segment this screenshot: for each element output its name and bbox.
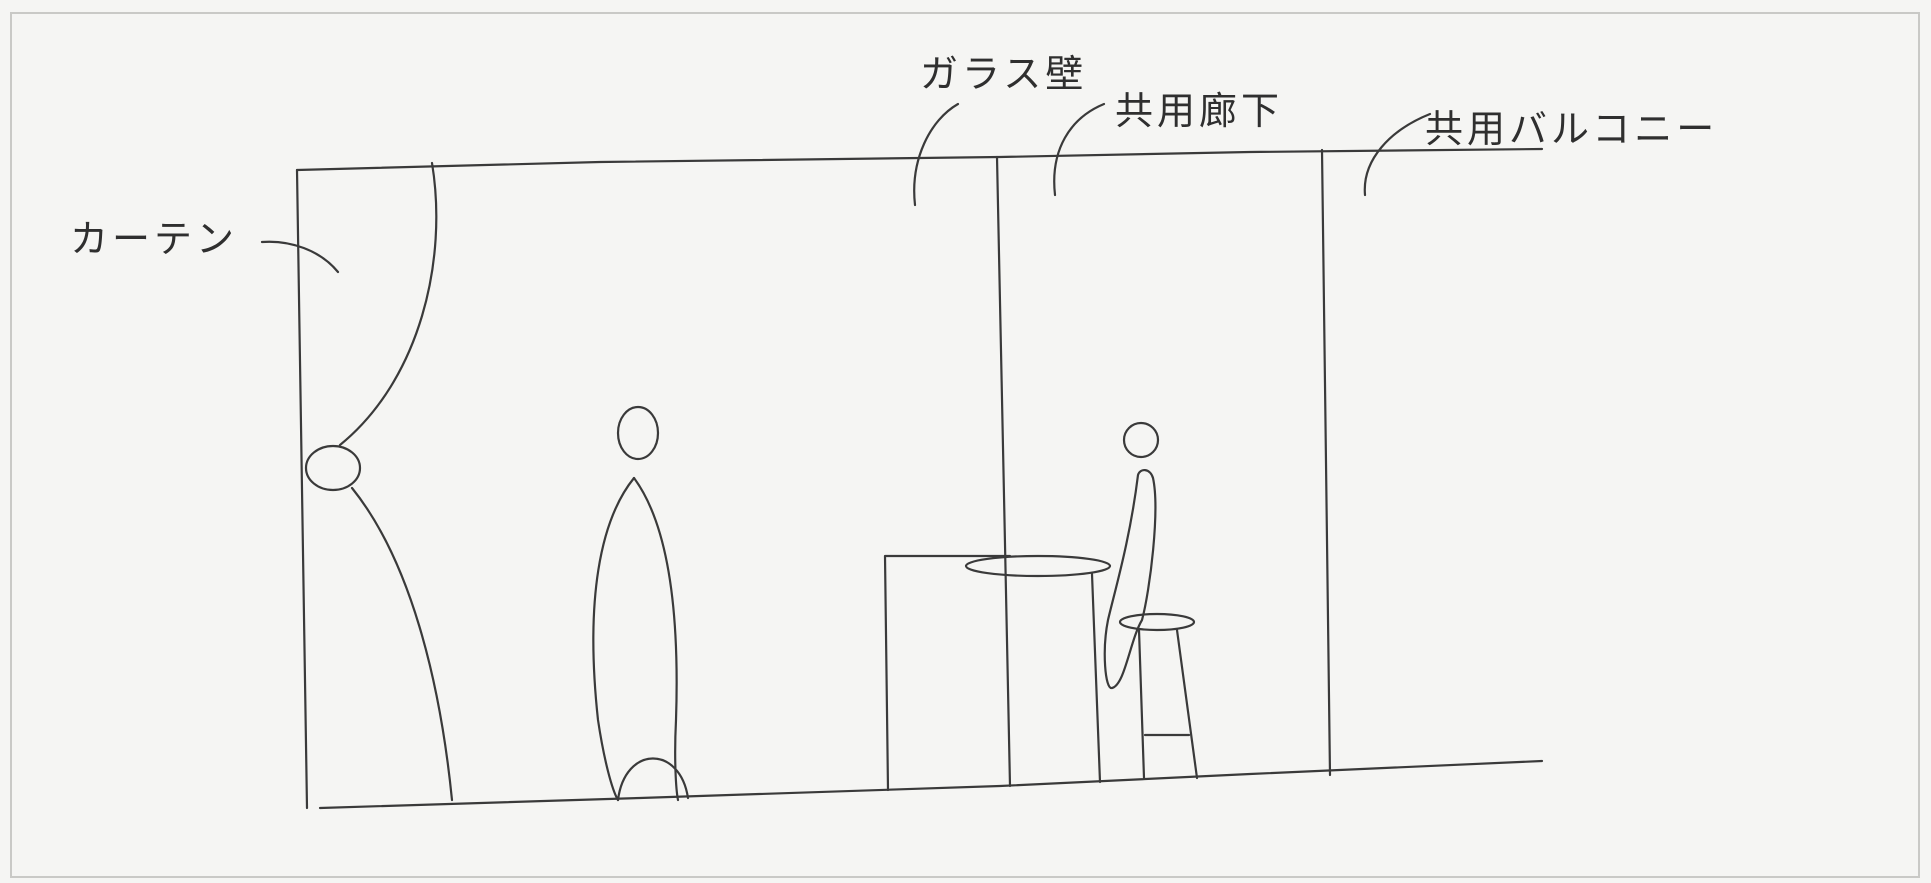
counter-outline	[883, 554, 1012, 792]
standing-person-head	[616, 405, 660, 461]
glass-wall-line	[995, 155, 1012, 788]
standing-person-body-right	[632, 476, 680, 802]
seated-person-head	[1122, 421, 1160, 459]
bar-stool-left-leg	[1137, 628, 1146, 780]
round-table-top	[964, 554, 1112, 578]
floor-line	[318, 759, 1544, 810]
curtain-label: カーテン	[70, 217, 239, 261]
round-table-leg	[1090, 572, 1102, 784]
shared-balcony-leader-line	[1363, 112, 1432, 197]
seated-person-body	[1103, 469, 1157, 690]
bar-stool-seat	[1118, 612, 1196, 632]
curtain-lower-outline	[350, 486, 454, 802]
standing-person-legs	[616, 757, 690, 802]
shared-balcony-label: 共用バルコニー	[1425, 107, 1719, 151]
sheet-border	[10, 12, 1920, 878]
glass-wall-label: ガラス壁	[920, 52, 1088, 96]
curtain-tieback	[304, 444, 362, 492]
window-wall-line	[295, 168, 309, 810]
standing-person-body	[592, 476, 636, 802]
curtain-leader-line	[260, 240, 340, 274]
ceiling-line	[295, 147, 1544, 172]
balcony-wall-line	[1320, 148, 1332, 777]
glass-wall-leader-line	[913, 102, 960, 207]
shared-corridor-leader-line	[1053, 102, 1106, 197]
shared-corridor-label: 共用廊下	[1115, 89, 1284, 133]
bar-stool-right-leg	[1175, 628, 1199, 780]
curtain-upper-outline	[338, 161, 438, 447]
